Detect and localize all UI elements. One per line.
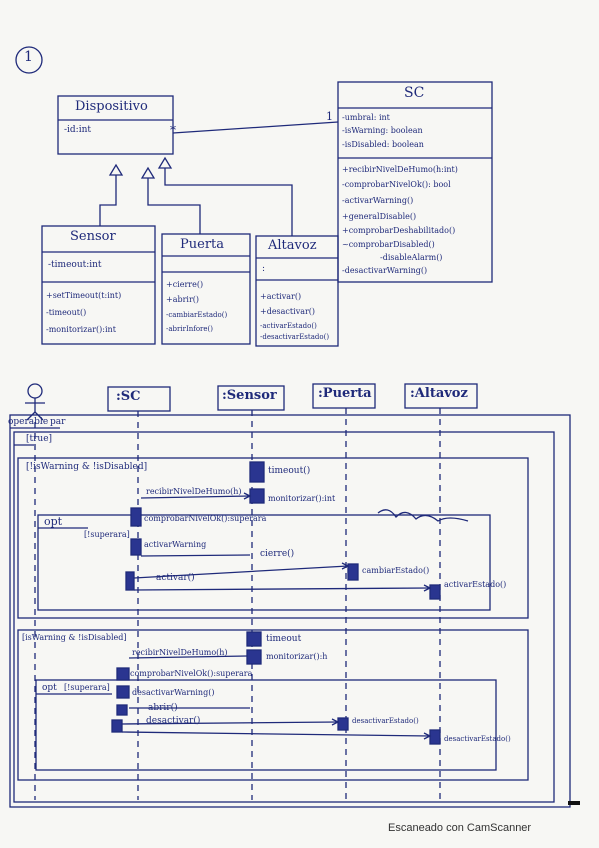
msg-activar-ret: activarEstado() [444,580,507,589]
msg-desactivar-warning: desactivarWarning() [132,688,215,697]
puerta-method-1: +abrir() [166,295,200,304]
msg-monitorizar-2: monitorizar():h [266,652,328,661]
puerta-box [161,233,251,345]
altavoz-method-1: +desactivar() [260,307,316,316]
page-number-circle [15,46,43,74]
opt-label-1: opt [44,515,63,528]
loop-guard: [true] [26,434,53,444]
msg-comprobar-1: comprobarNivelOk():superara [144,514,267,523]
lifeline-sc: :SC [116,389,141,404]
sensor-name: Sensor [70,229,116,244]
opt-guard-1: [!superara] [84,530,130,539]
puerta-method-0: +cierre() [166,280,204,289]
altavoz-method-2: -activarEstado() [260,322,317,330]
par-label: par [50,417,66,427]
loop-frame [13,431,555,803]
msg-activar-warning: activarWarning [144,540,207,549]
sc-method-6: -disableAlarm() [380,253,443,262]
msg-comprobar-2: comprobarNivelOk():superara [130,669,253,678]
altavoz-box [255,235,339,347]
sc-method-1: -comprobarNivelOk(): bool [342,180,451,189]
msg-timeout-1: timeout() [268,466,311,476]
dispositivo-attr: -id:int [64,125,92,135]
association-line [172,121,339,134]
msg-timeout-2: timeout [266,634,302,644]
alt-frame-1 [17,457,529,619]
opt-guard-2: [!superara] [64,683,110,692]
alt-guard-1: [!isWarning & !isDisabled] [26,462,148,472]
multiplicity-one: 1 [326,110,333,123]
dispositivo-box [57,95,174,155]
sensor-box [41,225,156,345]
msg-desactivar-ret: desactivarEstado() [352,717,419,725]
puerta-method-2: -cambiarEstado() [166,311,228,319]
lifeline-puerta-box [312,383,376,409]
opt-frame-1 [37,514,491,611]
lifeline-sc-box [107,386,171,412]
msg-altavoz-ret-2: desactivarEstado() [444,735,511,743]
sc-method-3: +generalDisable() [342,212,417,221]
sc-method-2: -activarWarning() [342,196,414,205]
sc-attr-1: -isWarning: boolean [342,126,423,135]
alt-guard-2: [isWarning & !isDisabled] [22,633,127,642]
sc-method-4: +comprobarDeshabilitado() [342,226,456,235]
sensor-method-1: -timeout() [46,308,87,317]
sc-attr-0: -umbral: int [342,113,390,122]
msg-cierre: cierre() [260,549,295,559]
altavoz-method-0: +activar() [260,292,302,301]
corner-mark [568,801,580,805]
opt-frame-2 [35,679,497,771]
sc-box [337,81,493,283]
lifeline-puerta: :Puerta [318,386,372,401]
msg-activar: activar() [156,573,195,583]
lifeline-altavoz-box [404,383,478,409]
multiplicity-many: * [170,123,176,137]
sc-method-7: -desactivarWarning() [342,266,428,275]
puerta-name: Puerta [180,237,225,252]
sensor-attr: -timeout:int [48,260,102,270]
opt-label-2: opt [42,683,57,693]
msg-abrir: abrir() [148,703,178,713]
lifeline-altavoz: :Altavoz [410,386,468,401]
puerta-method-3: -abrirInfore() [166,325,213,333]
dispositivo-name: Dispositivo [75,99,148,114]
footer-watermark: Escaneado con CamScanner [388,822,532,834]
sc-attr-2: -isDisabled: boolean [342,140,424,149]
altavoz-attr: : [262,264,266,274]
actor-label: operable [8,417,49,427]
sc-method-0: +recibirNivelDeHumo(h:int) [342,165,458,174]
msg-monitorizar-1: monitorizar():int [268,494,336,503]
msg-recibir-2: recibirNivelDeHumo(h) [132,648,228,657]
sensor-method-2: -monitorizar():int [46,325,116,334]
msg-cierre-ret: cambiarEstado() [362,566,430,575]
sc-name: SC [404,85,425,101]
alt-frame-2 [17,629,529,781]
lifeline-sensor: :Sensor [222,388,277,403]
lifeline-sensor-box [217,385,285,411]
msg-desactivar: desactivar() [146,716,201,726]
page-number: 1 [24,49,33,65]
sc-method-5: ~comprobarDisabled() [342,240,435,249]
altavoz-name: Altavoz [268,238,317,253]
par-frame [9,414,571,808]
msg-recibir-1: recibirNivelDeHumo(h) [146,487,242,496]
altavoz-method-3: -desactivarEstado() [260,333,330,341]
sensor-method-0: +setTimeout(t:int) [46,291,122,300]
